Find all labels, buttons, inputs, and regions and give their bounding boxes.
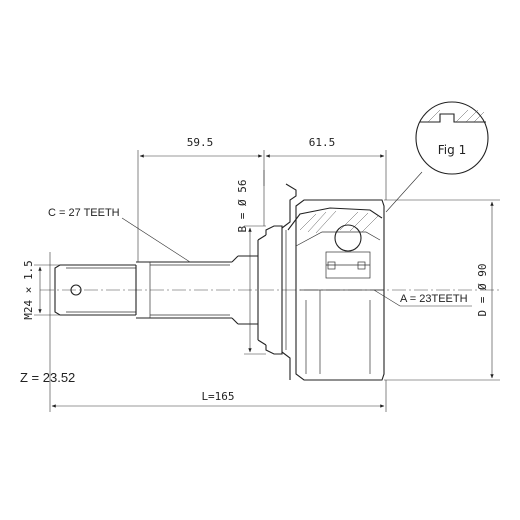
joint-ball xyxy=(334,224,362,252)
fig-callout xyxy=(415,101,489,175)
dim-thread: M24 × 1.5 xyxy=(22,260,35,320)
dim-housing-length: 61.5 xyxy=(309,136,336,149)
dim-outer-diameter: D = Ø 90 xyxy=(476,264,489,317)
dim-total-length: L=165 xyxy=(201,390,234,403)
leader-inner-teeth xyxy=(373,289,401,307)
cotter-pin-hole xyxy=(70,284,82,296)
splined-shaft xyxy=(136,234,267,346)
label-inner-teeth: A = 23TEETH xyxy=(400,293,468,305)
figure-label: Fig 1 xyxy=(438,143,466,157)
leader-outer-teeth xyxy=(121,217,191,263)
leader-fig xyxy=(385,171,423,213)
dim-seal-diameter: B = Ø 56 xyxy=(236,180,249,233)
label-outer-teeth: C = 27 TEETH xyxy=(48,207,120,219)
dim-shaft-length: 59.5 xyxy=(187,136,214,149)
threaded-stub xyxy=(54,264,137,316)
label-z-value: Z = 23.52 xyxy=(20,370,75,385)
outer-housing xyxy=(265,183,385,381)
